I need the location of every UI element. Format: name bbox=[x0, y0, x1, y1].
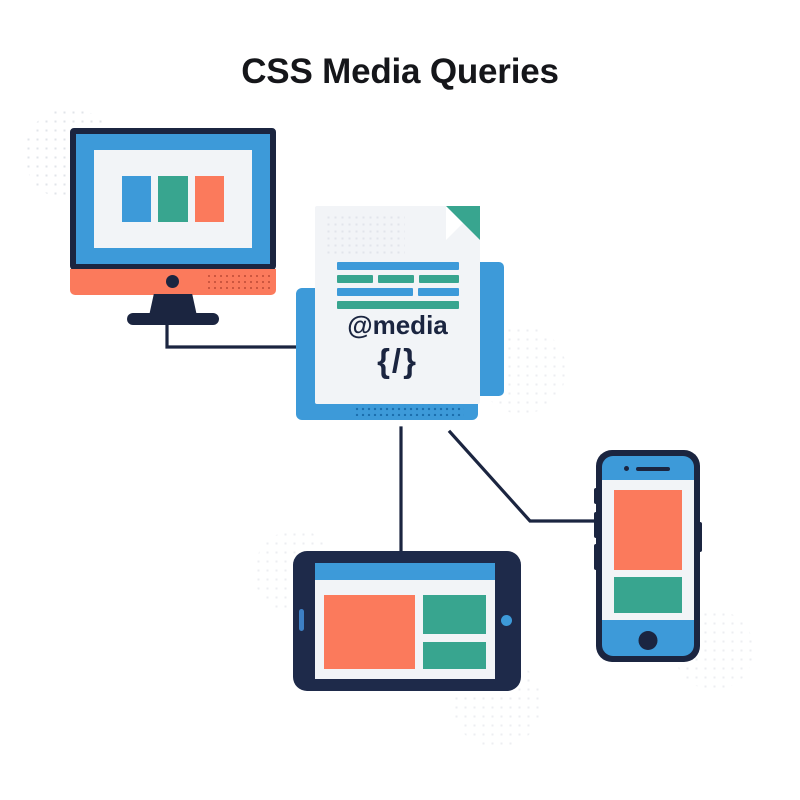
tablet-frame bbox=[293, 551, 521, 691]
tablet-side-column bbox=[422, 595, 486, 669]
phone-volume-up-button[interactable] bbox=[594, 512, 598, 538]
monitor-frame bbox=[70, 128, 276, 270]
monitor-column-3 bbox=[194, 176, 224, 222]
monitor-column-1 bbox=[122, 176, 152, 222]
code-brackets-label: {/} bbox=[377, 342, 418, 379]
code-segment bbox=[337, 288, 413, 296]
doc-page: @media {/} bbox=[315, 206, 480, 404]
code-segment bbox=[337, 301, 459, 309]
phone-body bbox=[602, 456, 694, 656]
tablet-volume-button[interactable] bbox=[299, 609, 304, 631]
phone-camera-icon bbox=[624, 466, 629, 471]
doc-code-lines bbox=[337, 262, 460, 314]
doc-top-dots-decoration bbox=[325, 214, 405, 256]
phone-volume-down-button[interactable] bbox=[594, 544, 598, 570]
code-segment bbox=[418, 275, 460, 283]
connector-doc-to-phone bbox=[447, 429, 596, 523]
phone-power-button[interactable] bbox=[698, 522, 702, 552]
tablet-block-side-bottom bbox=[422, 642, 486, 669]
code-line-row bbox=[337, 275, 460, 283]
tablet-block-main bbox=[324, 595, 415, 669]
monitor-column-2 bbox=[158, 176, 188, 222]
monitor-stand-neck bbox=[149, 294, 197, 316]
phone-home-button[interactable] bbox=[638, 631, 658, 650]
page-title: CSS Media Queries bbox=[241, 52, 559, 91]
phone-block-primary bbox=[614, 490, 682, 570]
tablet-layout-blocks bbox=[324, 595, 486, 669]
phone-screen bbox=[602, 480, 694, 620]
monitor-power-dot-icon bbox=[166, 275, 179, 288]
code-segment bbox=[337, 275, 373, 283]
device-phone[interactable] bbox=[594, 450, 702, 662]
phone-top-bar bbox=[602, 456, 694, 480]
code-segment bbox=[337, 262, 459, 270]
phone-mute-switch[interactable] bbox=[594, 488, 598, 504]
code-line-row bbox=[337, 288, 459, 296]
device-desktop-monitor[interactable] bbox=[70, 128, 276, 325]
media-query-label: @media bbox=[347, 310, 448, 340]
monitor-layout-columns bbox=[122, 176, 224, 222]
tablet-block-side-top bbox=[422, 595, 486, 635]
phone-speaker-icon bbox=[636, 467, 670, 471]
monitor-inner-frame bbox=[94, 150, 252, 248]
tablet-screen bbox=[315, 563, 495, 679]
code-segment bbox=[417, 288, 459, 296]
phone-block-secondary bbox=[614, 577, 682, 613]
code-line-row bbox=[337, 301, 459, 309]
monitor-base-dots-icon bbox=[206, 273, 270, 291]
phone-frame bbox=[594, 450, 702, 662]
css-file-card[interactable]: @media {/} bbox=[296, 206, 504, 424]
monitor-stand-foot bbox=[127, 313, 219, 325]
code-segment bbox=[377, 275, 414, 283]
monitor-base-bar bbox=[70, 269, 276, 295]
tablet-home-button[interactable] bbox=[501, 615, 512, 626]
device-tablet[interactable] bbox=[293, 551, 521, 691]
code-line-row bbox=[337, 262, 459, 270]
tablet-header-bar bbox=[315, 563, 495, 580]
